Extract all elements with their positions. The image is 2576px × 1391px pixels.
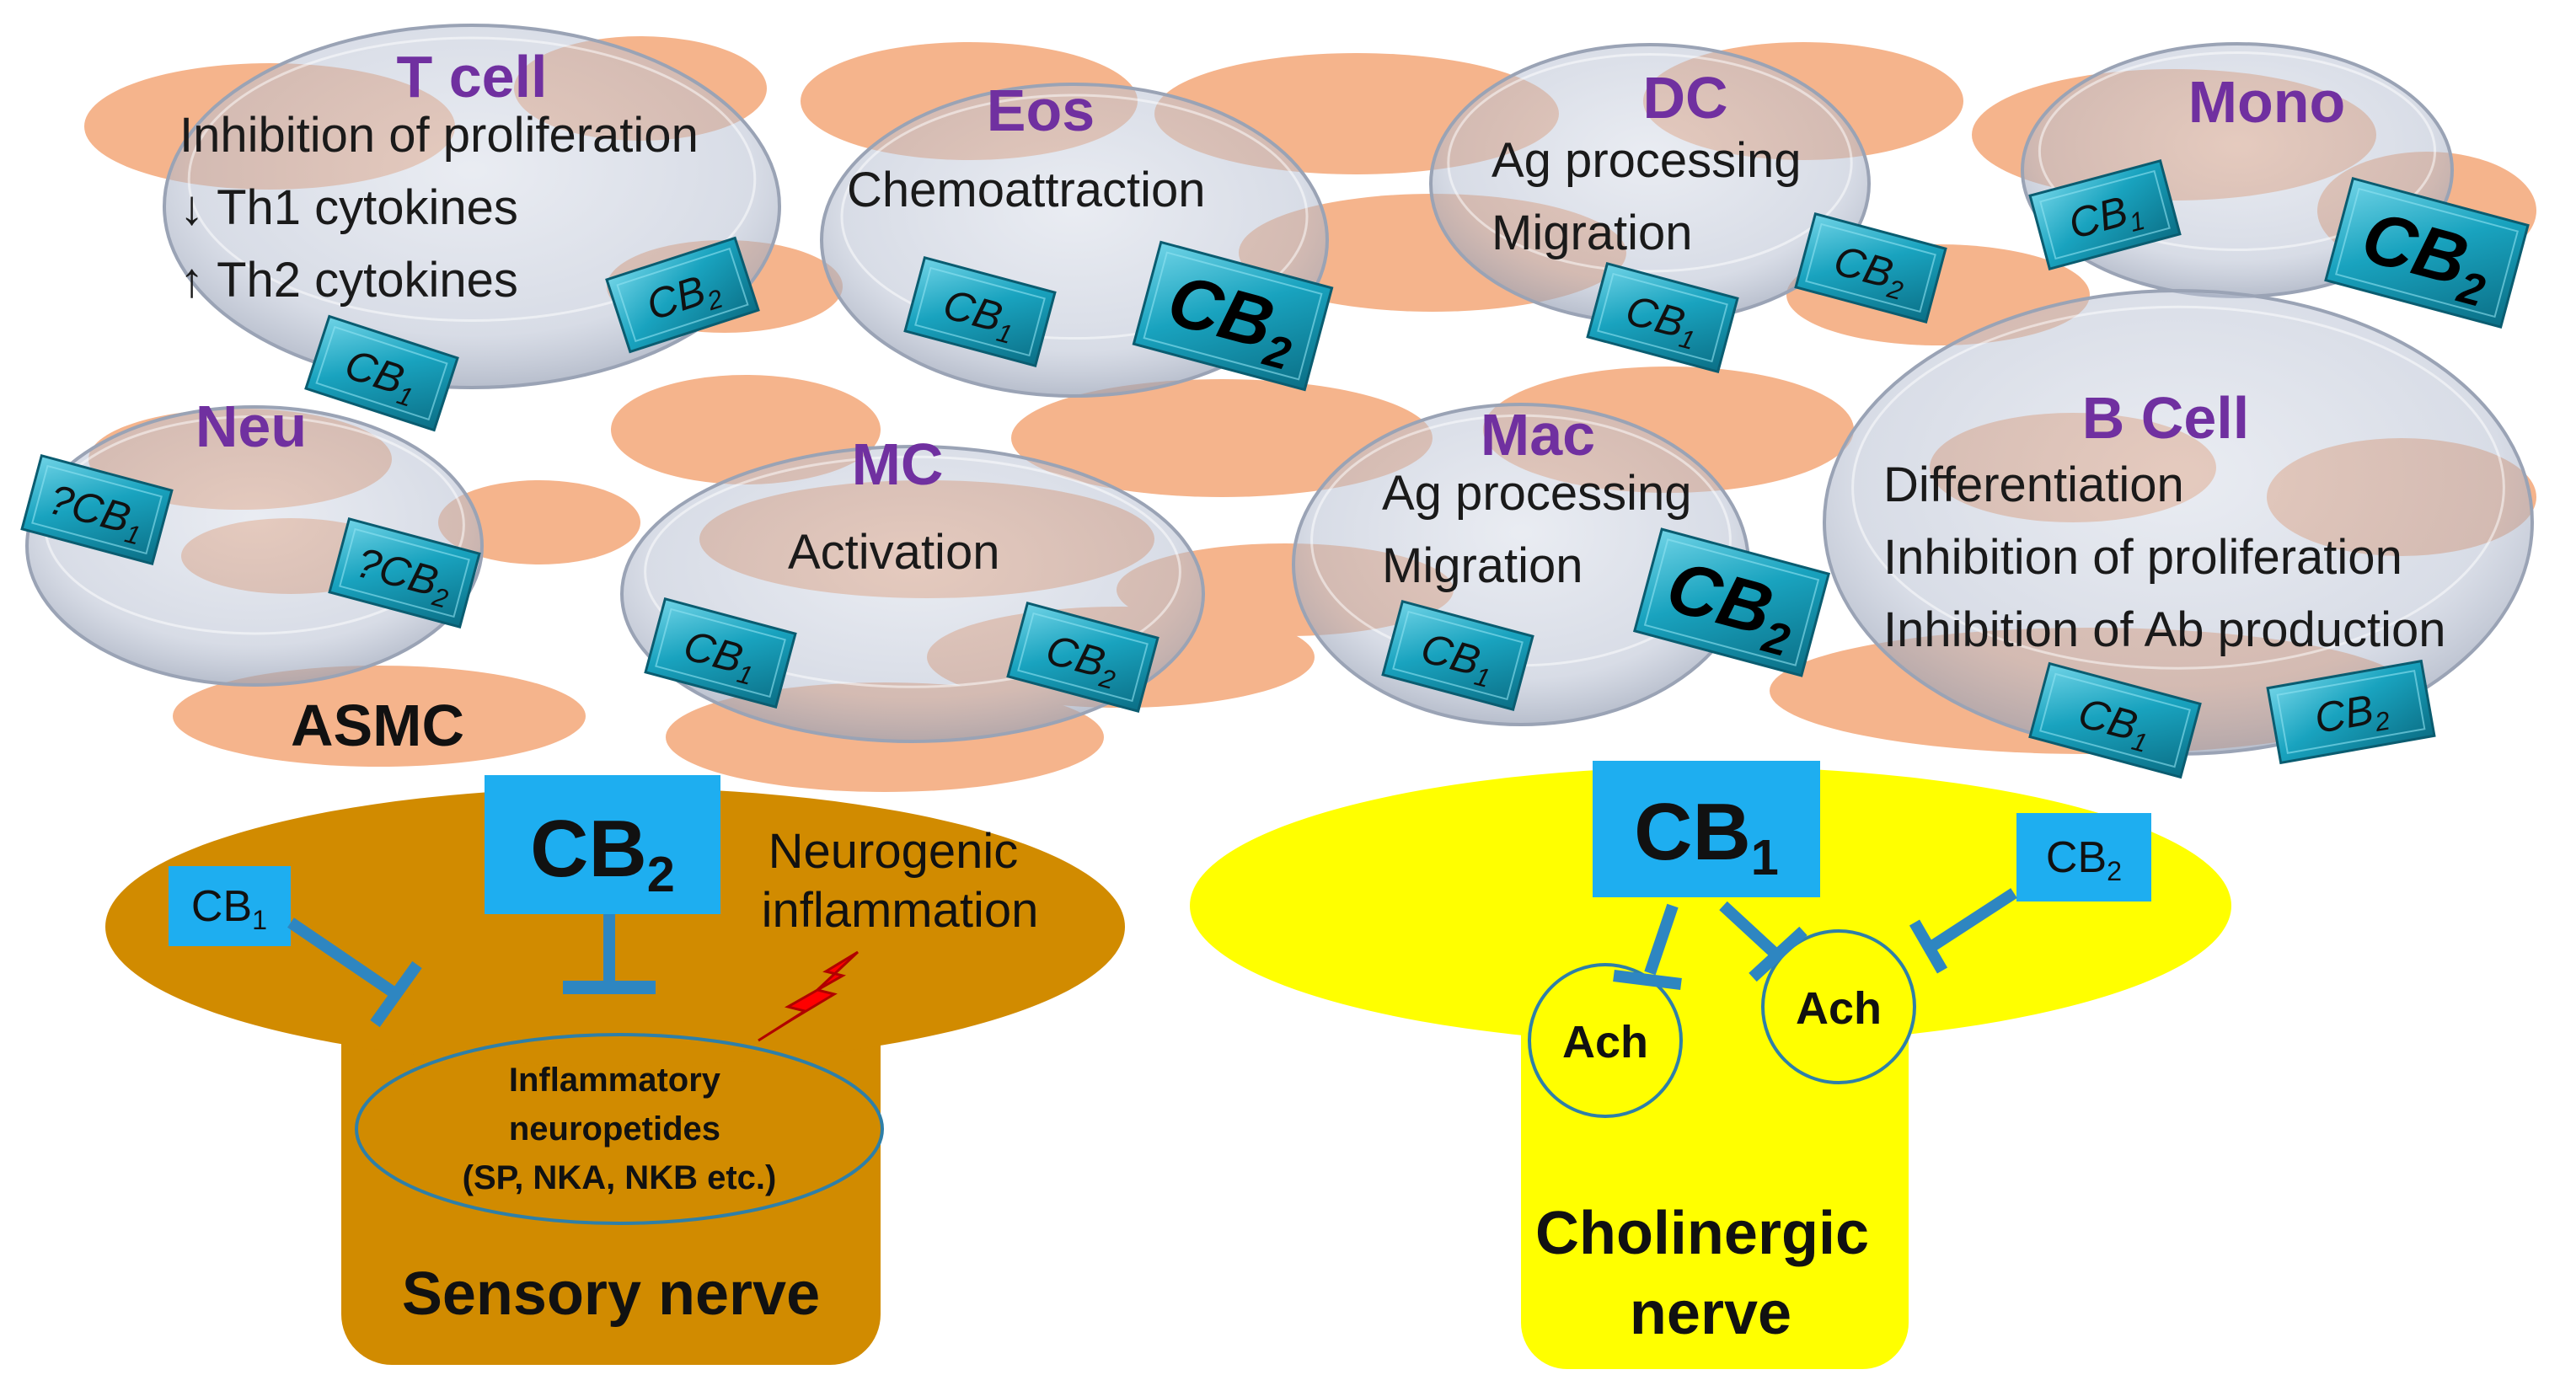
- cholinergic-cb1-box: [1593, 761, 1820, 897]
- neu-receptor-cb1: ?CB1: [20, 453, 174, 566]
- cb2-inhibit-bar: [1909, 919, 1948, 974]
- cb1-inhibit-right-line: [1719, 901, 1782, 961]
- sensory-nerve-title: Sensory nerve: [402, 1260, 820, 1328]
- tcell-receptor-cb2: CB2: [605, 236, 760, 354]
- ach-vesicle-left: [1528, 963, 1683, 1118]
- neu-receptor-cb2: ?CB2: [328, 516, 481, 629]
- cb2-inhibit-line: [1926, 888, 2017, 953]
- svg-text:CB2: CB2: [2311, 683, 2392, 747]
- asmc-blob: [173, 666, 586, 767]
- cb1-inhibit-left-line: [1644, 903, 1679, 976]
- cell-title: Neu: [195, 393, 307, 459]
- cell-function-text: Inhibition of Ab production: [1883, 602, 2445, 657]
- ach-label-right: Ach: [1796, 983, 1882, 1034]
- cell-function-text: Differentiation: [1883, 457, 2184, 512]
- sensory-nerve-axon: [341, 977, 881, 1365]
- cholinergic-nerve-title: Cholinergic nerve: [1535, 1200, 1886, 1347]
- dc-receptor-cb1: CB1: [1586, 261, 1739, 374]
- dc-receptor-cb2: CB2: [1794, 211, 1947, 324]
- cell-function-text: Ag processing: [1382, 466, 1692, 521]
- lightning-icon: [758, 950, 860, 1042]
- mc-receptor-cb2: CB2: [1006, 601, 1159, 714]
- cell-function-text: Ag processing: [1492, 133, 1802, 188]
- cell-title: Eos: [987, 78, 1095, 143]
- mono-receptor-cb2: CB2: [2324, 176, 2530, 329]
- cholinergic-cb2-label: CB2: [2046, 833, 2122, 886]
- bcell-receptor-cb2: CB2: [2266, 659, 2436, 765]
- sensory-cb2-label: CB2: [530, 804, 675, 902]
- sensory-nerve: CB1 CB2 Neurogenic inflammation Inflamma…: [105, 775, 1125, 1365]
- mac-receptor-cb2: CB2: [1632, 527, 1831, 677]
- eos-receptor-cb2: CB2: [1132, 240, 1334, 392]
- cell-function-text: Migration: [1382, 538, 1583, 593]
- sensory-cb1-box: [169, 866, 291, 946]
- neuropeptides-label: Inflammatory neuropetides (SP, NKA, NKB …: [463, 1062, 777, 1196]
- cell-function-text: Migration: [1492, 206, 1693, 260]
- cell-function-text: Activation: [788, 525, 999, 580]
- ach-label-left: Ach: [1562, 1017, 1648, 1067]
- cell-title: B Cell: [2082, 385, 2249, 451]
- cell-title: Mac: [1481, 402, 1595, 468]
- bcell-receptor-cb1: CB1: [2028, 661, 2202, 779]
- cb1-inhibit-bar: [370, 960, 422, 1028]
- asmc-blob: [438, 480, 640, 564]
- sensory-cb2-box: [485, 775, 720, 914]
- cholinergic-nerve-terminal: [1190, 767, 2231, 1045]
- mc-receptor-cb1: CB1: [644, 597, 797, 709]
- cell-title: T cell: [397, 44, 548, 110]
- asmc-label: ASMC: [291, 693, 464, 758]
- cell-title: DC: [1642, 65, 1727, 131]
- cell-title: MC: [852, 431, 944, 497]
- sensory-cb1-label: CB1: [191, 882, 267, 935]
- neurogenic-inflammation-label: Neurogenic inflammation: [762, 824, 1039, 938]
- tcell-receptor-cb1: CB1: [304, 314, 459, 432]
- cell-function-text: ↓ Th1 cytokines: [179, 180, 518, 235]
- cell-neu: Neu ?CB1 ?CB2: [20, 393, 484, 687]
- cb1-inhibit-right-bar: [1749, 926, 1807, 982]
- cholinergic-cb1-label: CB1: [1634, 787, 1779, 885]
- asmc-blob: [1011, 379, 1433, 497]
- cholinergic-cb2-box: [2016, 813, 2151, 901]
- neuropeptide-vesicle: [355, 1033, 884, 1225]
- mac-receptor-cb1: CB1: [1381, 599, 1534, 712]
- ach-vesicle-right: [1761, 929, 1916, 1084]
- eos-receptor-cb1: CB1: [903, 255, 1057, 368]
- cholinergic-nerve: CB1 CB2 Ach Ach Cholinergic nerve: [1190, 761, 2231, 1369]
- cb1-inhibit-line: [287, 918, 399, 999]
- mono-receptor-cb1: CB1: [2028, 158, 2182, 271]
- cell-title: Mono: [2188, 69, 2346, 135]
- cell-function-text: Inhibition of proliferation: [1883, 530, 2402, 585]
- cell-function-text: Inhibition of proliferation: [179, 108, 699, 163]
- cell-function-text: Chemoattraction: [847, 163, 1206, 217]
- cell-function-text: ↑ Th2 cytokines: [179, 253, 518, 308]
- cb1-inhibit-left-bar: [1613, 970, 1682, 990]
